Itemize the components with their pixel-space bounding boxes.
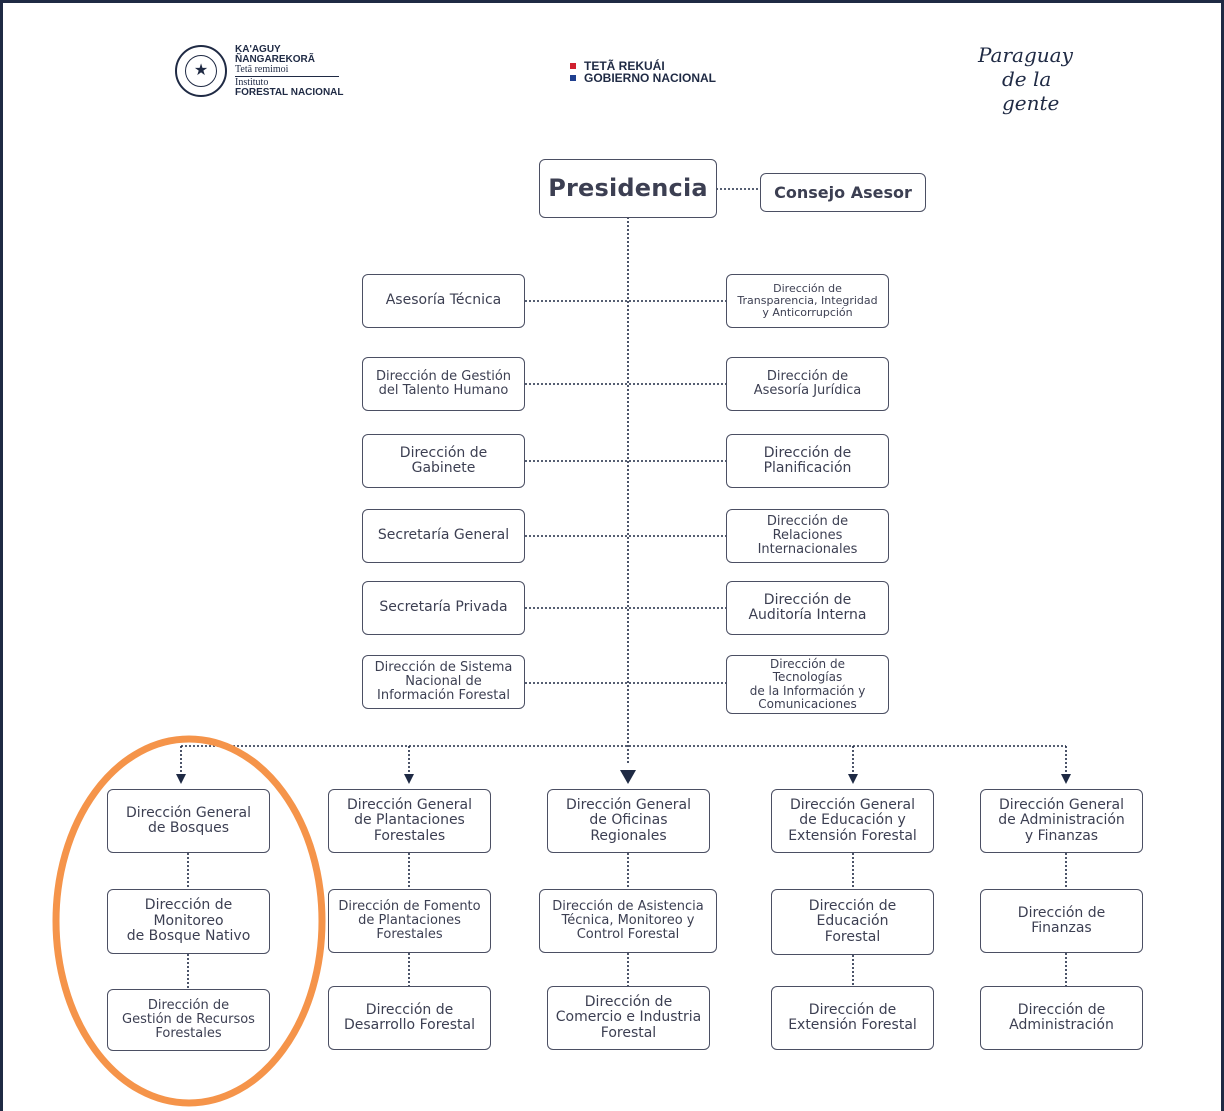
direccion-box: Dirección de Extensión Forestal	[771, 986, 934, 1050]
infona-line-5: FORESTAL NACIONAL	[235, 87, 344, 98]
direccion-general-box: Dirección General de Plantaciones Forest…	[328, 789, 491, 853]
direccion-box: Dirección de Finanzas	[980, 889, 1143, 953]
presidencia-box: Presidencia	[539, 159, 717, 218]
left-staff-box: Asesoría Técnica	[362, 274, 525, 328]
direccion-box: Dirección de Asistencia Técnica, Monitor…	[539, 889, 717, 953]
direccion-general-box: Dirección General de Bosques	[107, 789, 270, 853]
infona-line-4: Instituto	[235, 77, 269, 88]
direccion-general-box: Dirección General de Educación y Extensi…	[771, 789, 934, 853]
right-staff-box: Dirección de Asesoría Jurídica	[726, 357, 889, 411]
direccion-general-box: Dirección General de Administración y Fi…	[980, 789, 1143, 853]
gobierno-nacional-logo: TETÃ REKUÁI GOBIERNO NACIONAL	[570, 60, 750, 86]
paraguay-line-2: de la gente	[1002, 67, 1060, 115]
direccion-box: Dirección de Gestión de Recursos Foresta…	[107, 989, 270, 1051]
arrow-down-icon	[620, 770, 636, 784]
right-staff-box: Dirección de Transparencia, Integridad y…	[726, 274, 889, 328]
direccion-box: Dirección de Comercio e Industria Forest…	[547, 986, 710, 1050]
left-staff-box: Dirección de Gabinete	[362, 434, 525, 488]
consejo-asesor-box: Consejo Asesor	[760, 173, 926, 212]
left-staff-box: Secretaría General	[362, 509, 525, 563]
paraguay-de-la-gente-logo: Paraguay de la gente	[978, 43, 1108, 115]
right-staff-box: Dirección de Tecnologías de la Informaci…	[726, 655, 889, 714]
direccion-general-box: Dirección General de Oficinas Regionales	[547, 789, 710, 853]
red-square-icon	[570, 63, 576, 69]
direccion-box: Dirección de Fomento de Plantaciones For…	[328, 889, 491, 953]
blue-square-icon	[570, 75, 576, 81]
direccion-box: Dirección de Monitoreo de Bosque Nativo	[107, 889, 270, 954]
highlight-ellipse	[52, 735, 326, 1107]
connector-lines	[52, 188, 1071, 1107]
arrow-down-icon	[848, 774, 858, 784]
infona-line-1: KA'AGUY	[235, 44, 281, 55]
paraguay-line-1: Paraguay	[978, 43, 1073, 67]
direccion-box: Dirección de Educación Forestal	[771, 889, 934, 955]
left-staff-box: Dirección de Sistema Nacional de Informa…	[362, 655, 525, 709]
right-staff-box: Dirección de Planificación	[726, 434, 889, 488]
left-staff-box: Dirección de Gestión del Talento Humano	[362, 357, 525, 411]
national-seal-icon: ★	[175, 45, 227, 97]
direccion-box: Dirección de Desarrollo Forestal	[328, 986, 491, 1050]
direccion-box: Dirección de Administración	[980, 986, 1143, 1050]
arrow-down-icon	[404, 774, 414, 784]
gobierno-line-2: GOBIERNO NACIONAL	[584, 71, 716, 85]
gobierno-line-1: TETÃ REKUÁI	[584, 59, 665, 73]
infona-line-2: ÑANGAREKORÃ	[235, 54, 315, 65]
right-staff-box: Dirección de Auditoría Interna	[726, 581, 889, 635]
infona-line-3: Tetã remimoi	[235, 64, 289, 75]
infona-divider	[235, 76, 339, 77]
arrow-down-icon	[1061, 774, 1071, 784]
infona-logo: ★ KA'AGUY ÑANGAREKORÃ Tetã remimoi Insti…	[173, 43, 373, 105]
left-staff-box: Secretaría Privada	[362, 581, 525, 635]
right-staff-box: Dirección de Relaciones Internacionales	[726, 509, 889, 563]
arrow-down-icon	[176, 774, 186, 784]
